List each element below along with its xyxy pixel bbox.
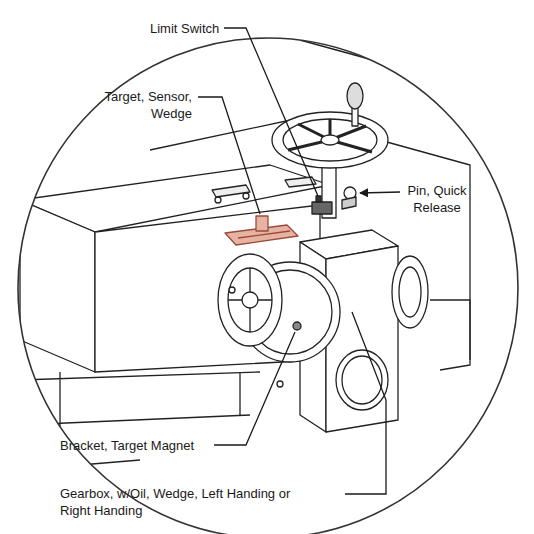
handwheel-spokes [288, 119, 372, 152]
leader-line [360, 192, 400, 193]
left-wheel-hub [242, 292, 258, 308]
pin-collar [342, 197, 356, 209]
target-magnet-bracket [293, 322, 301, 330]
wheel-spokes [228, 268, 272, 332]
right-wheel-inner [399, 267, 421, 317]
part-label: Bracket, Target Magnet [60, 437, 194, 454]
frame-panel [300, 40, 500, 95]
left-wheel-inner [228, 268, 272, 332]
limit-switch [312, 202, 332, 214]
gearbox-cover [336, 350, 388, 410]
vignette-circle [18, 38, 518, 534]
leader-line [214, 332, 295, 445]
part-label: Target, Sensor, Wedge [88, 88, 192, 122]
right-bracket [430, 300, 470, 360]
sensor-block [256, 216, 268, 231]
leader-line [345, 312, 386, 494]
lower-rail [20, 460, 140, 470]
leader-lines [198, 28, 400, 494]
leader-line [224, 28, 318, 196]
left-wheel [218, 254, 282, 346]
handwheel-hub [321, 135, 339, 145]
part-label: Gearbox, w/Oil, Wedge, Left Handing or R… [60, 485, 322, 519]
knob [347, 83, 363, 109]
side-plate [20, 200, 95, 372]
part-label: Limit Switch [150, 20, 219, 37]
bolt [243, 193, 249, 199]
limit-switch-lever [316, 196, 321, 202]
bolt [277, 381, 283, 387]
handwheel-inner [283, 119, 377, 161]
gearbox-cover-inner [342, 356, 382, 404]
machine [20, 40, 500, 470]
bolt [215, 197, 221, 203]
bolt [229, 287, 235, 293]
right-wheel [392, 256, 428, 328]
handwheel-rim [272, 112, 388, 168]
wedge-edge [238, 231, 290, 238]
part-label: Pin, Quick Release [402, 182, 472, 216]
leader-line [198, 97, 260, 214]
